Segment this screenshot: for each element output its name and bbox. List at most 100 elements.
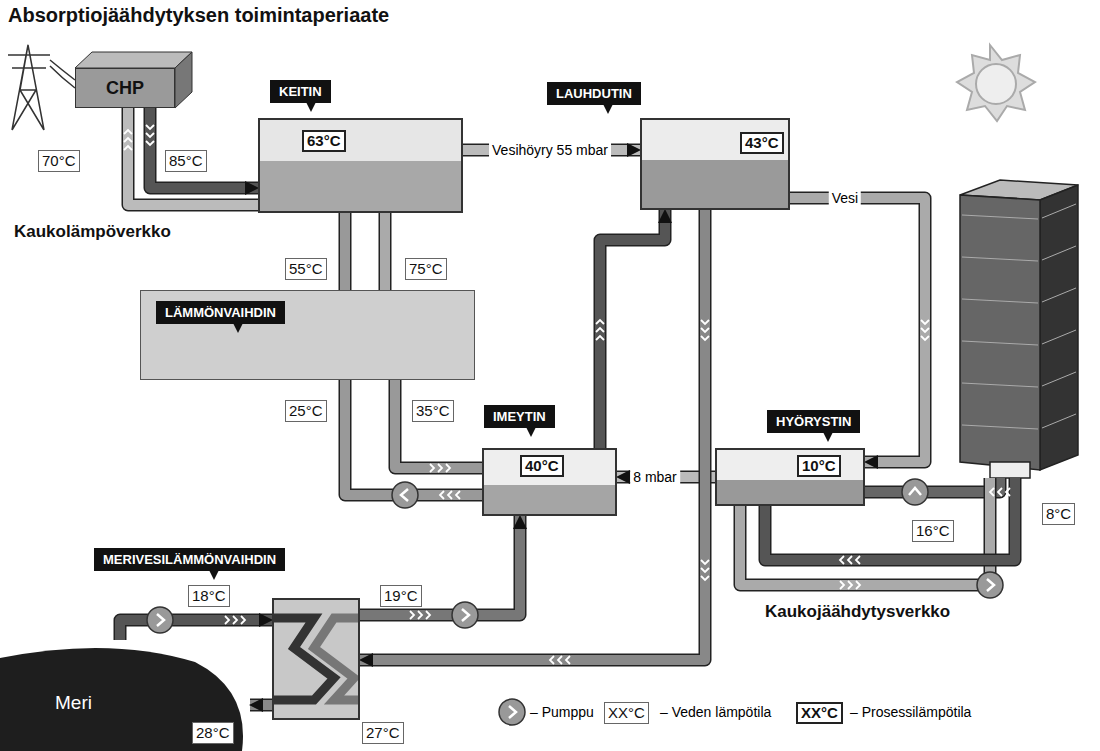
water-temperature: 55°C	[285, 258, 327, 280]
flow-chevron	[124, 130, 132, 134]
pipe-fill	[395, 380, 482, 468]
flow-chevron	[448, 491, 452, 499]
callout-tag: LÄMMÖNVAIHDIN	[156, 301, 285, 324]
pipe-connector	[120, 620, 272, 640]
water-temperature: XX°C	[604, 702, 649, 724]
callout-tag: MERIVESILÄMMÖNVAIHDIN	[94, 548, 285, 571]
window-line	[962, 414, 1076, 429]
pipe-label: 8 mbar	[630, 469, 680, 485]
flow-chevron	[456, 491, 460, 499]
water-temperature: 25°C	[285, 400, 327, 422]
flow-chevron	[426, 611, 430, 619]
network-name: Kaukolämpöverkko	[14, 222, 171, 242]
pump-direction	[509, 706, 516, 718]
flow-chevron	[124, 146, 132, 150]
flow-chevron	[446, 464, 450, 472]
flow-chevron	[848, 581, 852, 589]
flow-chevron	[701, 336, 709, 340]
flow-chevron	[410, 611, 414, 619]
flow-chevron	[550, 656, 554, 664]
flow-chevron	[438, 464, 442, 472]
pipes	[128, 108, 1015, 585]
flow-chevron	[430, 464, 434, 472]
flow-chevron	[146, 125, 154, 129]
callout-tag: IMEYTIN	[484, 405, 555, 428]
pipe-connector	[250, 705, 272, 706]
pipe-fill	[360, 516, 520, 615]
pump-direction	[462, 609, 469, 621]
component-box: IMEYTIN40°C	[482, 448, 617, 516]
water-temperature: 19°C	[380, 585, 422, 607]
pump-direction	[157, 614, 164, 626]
pipe-label: Vesi	[829, 190, 861, 206]
water-temperature: 18°C	[188, 585, 230, 607]
pump-symbol	[392, 482, 418, 508]
process-temperature: 10°C	[797, 455, 841, 477]
flow-chevron	[225, 616, 229, 624]
component-box: HYÖRYSTIN10°C	[715, 448, 865, 506]
pipe-outline	[250, 699, 272, 712]
water-temperature: 8°C	[1042, 503, 1075, 525]
pump-direction	[401, 489, 408, 501]
pipe-connector	[150, 108, 258, 188]
component-box: LÄMMÖNVAIHDIN	[140, 290, 475, 380]
network-name: Kaukojäähdytysverkko	[765, 602, 950, 622]
building-windows	[962, 204, 1076, 429]
heat-exchanger-plates	[274, 600, 358, 718]
building	[960, 180, 1078, 478]
pipe-outline	[360, 516, 520, 615]
flow-chevron	[418, 611, 422, 619]
flow-chevron	[701, 568, 709, 572]
chp-plant	[75, 52, 192, 108]
flow-chevron	[124, 138, 132, 142]
callout-tag: HYÖRYSTIN	[767, 410, 860, 433]
flow-chevron	[596, 328, 604, 332]
flow-chevron	[701, 328, 709, 332]
process-temperature: 43°C	[740, 132, 784, 154]
flow-chevron	[241, 616, 245, 624]
window-line	[962, 246, 1076, 261]
window-line	[962, 204, 1076, 219]
flow-chevron	[233, 616, 237, 624]
window-line	[962, 372, 1076, 387]
flow-chevron	[566, 656, 570, 664]
flow-chevron	[921, 336, 929, 340]
legend-text: – Prosessilämpötila	[850, 704, 971, 720]
component-box: CHP	[75, 68, 175, 108]
flow-chevron	[856, 581, 860, 589]
water-temperature: 28°C	[192, 722, 234, 744]
flow-chevron	[596, 320, 604, 324]
flow-chevron	[840, 556, 844, 564]
power-pylon	[8, 45, 75, 130]
flow-chevron	[1006, 488, 1010, 496]
water-temperature: 27°C	[362, 722, 404, 744]
title: Absorptiojäähdytyksen toimintaperiaate	[8, 4, 389, 27]
flow-chevron	[998, 488, 1002, 496]
flow-chevron	[990, 488, 994, 496]
sea-name: Meri	[55, 692, 92, 714]
pipe-fill	[340, 213, 350, 290]
flow-chevron	[146, 133, 154, 137]
flow-chevron	[440, 491, 444, 499]
pump-symbol	[902, 479, 928, 505]
flow-chevron	[558, 656, 562, 664]
pump-direction	[909, 488, 921, 495]
plant-name: CHP	[106, 78, 144, 99]
legend-text: – Pumppu	[530, 704, 594, 720]
pipe-fill	[600, 210, 665, 448]
legend-text: – Veden lämpötila	[660, 704, 771, 720]
flow-chevron	[701, 320, 709, 324]
pipe-outline	[600, 210, 665, 448]
pump-symbol	[452, 602, 478, 628]
flow-chevron	[701, 560, 709, 564]
window-line	[962, 330, 1076, 345]
sea-outline	[0, 648, 243, 751]
flow-chevron	[146, 141, 154, 145]
pipe-outline	[395, 380, 482, 468]
pipe-label: Vesihöyry 55 mbar	[489, 142, 611, 158]
pipe-outline	[120, 620, 272, 640]
pump-direction	[987, 579, 994, 591]
process-temperature: 40°C	[520, 455, 564, 477]
water-temperature: 70°C	[38, 150, 80, 172]
